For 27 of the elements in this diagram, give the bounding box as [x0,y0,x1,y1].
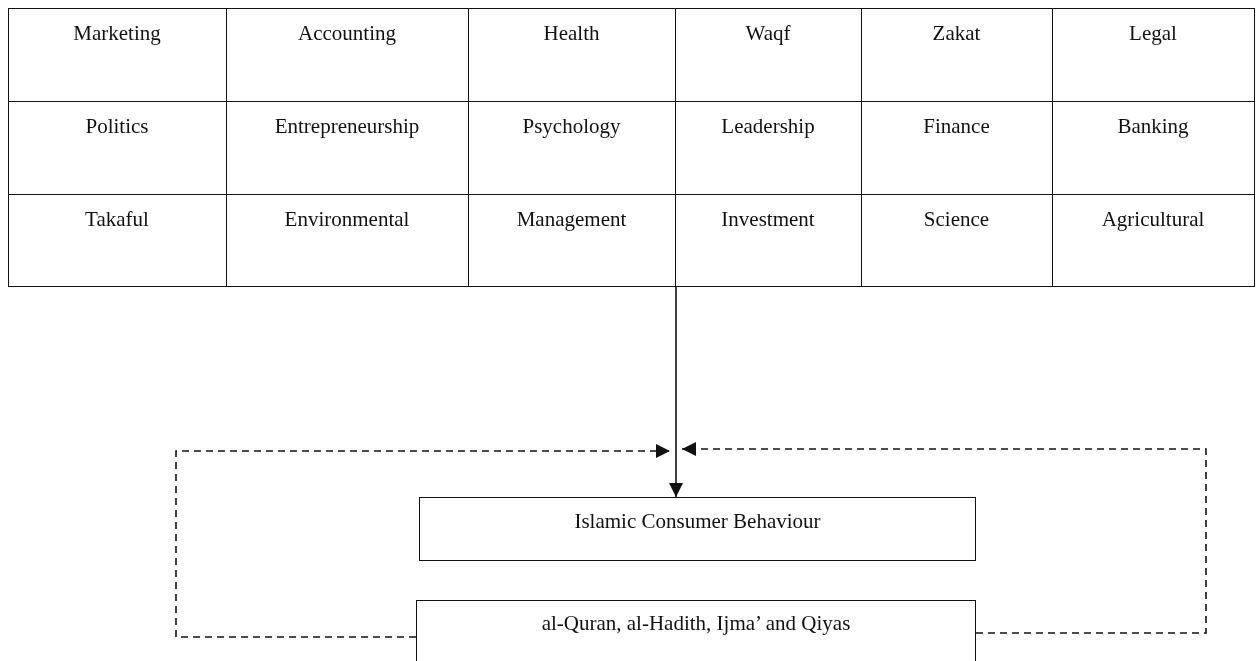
label-text: al-Quran, al-Hadith, Ijma’ and Qiyas [540,611,852,636]
label-text: Islamic Consumer Behaviour [573,509,822,534]
label-text: Accounting [297,20,397,46]
label-text: Entrepreneurship [273,113,421,139]
label-text: Psychology [521,113,622,139]
table-cell [1051,193,1255,287]
arrow [681,442,1207,634]
process-box [416,600,976,661]
label-text: Waqf [744,20,792,46]
label-text: Takaful [84,206,150,232]
label-text: Investment [720,206,816,232]
label-text: Environmental [283,206,411,232]
table-box [8,8,1254,286]
arrow [669,285,683,498]
label-text: Science [922,206,991,232]
label-text: Finance [922,113,991,139]
label-text: Zakat [931,20,982,46]
label-text: Legal [1128,20,1178,46]
arrow [175,444,671,638]
label-text: Banking [1116,113,1190,139]
label-text: Politics [84,113,150,139]
label-text: Marketing [72,20,162,46]
label-text: Management [515,206,628,232]
process-box [419,497,976,561]
label-text: Health [542,20,601,46]
label-text: Agricultural [1100,206,1206,232]
label-text: Leadership [720,113,816,139]
